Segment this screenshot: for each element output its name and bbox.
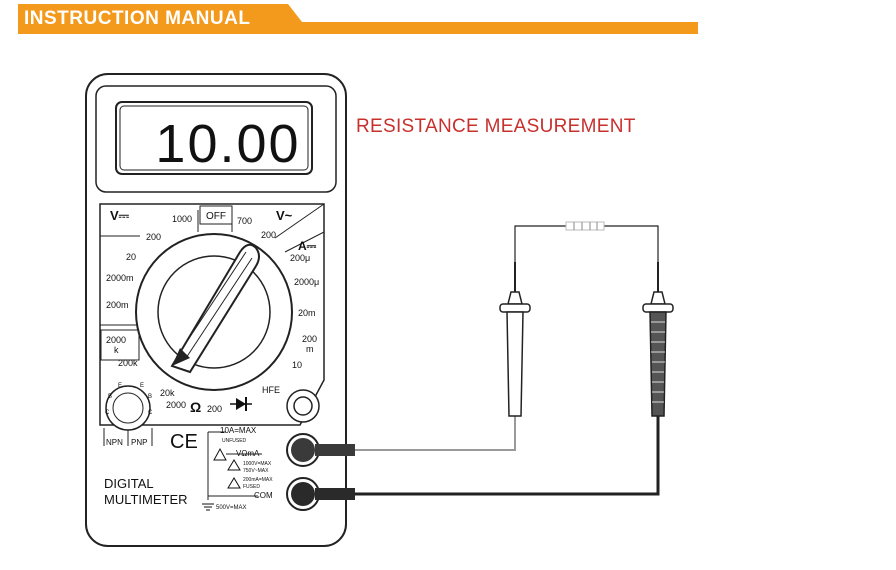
dca-range-10: 10 — [292, 360, 302, 370]
ohm-label: Ω — [190, 399, 201, 415]
brand-line2: MULTIMETER — [104, 492, 188, 507]
jack-vohm-note4: FUSED — [243, 484, 260, 490]
dca-range-200m-line2: m — [306, 344, 314, 354]
jack-com-note: 500V=MAX — [216, 505, 247, 511]
lcd-inner — [119, 105, 309, 171]
pnp-label: PNP — [131, 438, 147, 447]
ce-mark: CE — [170, 431, 198, 453]
ohm-range-200k: 200k — [118, 358, 138, 368]
pin-e-1: E — [118, 383, 122, 389]
pin-b-2: B — [148, 394, 152, 400]
jack-vohm-label: VΩmA — [236, 449, 260, 458]
dcv-label: V⎓ — [110, 208, 130, 223]
dcv-range-200: 200 — [146, 232, 161, 242]
pin-b-1: B — [108, 394, 112, 400]
display-bezel — [95, 85, 337, 193]
ground-icon — [202, 503, 214, 511]
jack-com-label: COM — [254, 491, 273, 500]
jack-com[interactable] — [286, 477, 355, 511]
ohm-range-20k: 20k — [160, 388, 175, 398]
dca-range-200m-line1: 200 — [302, 334, 317, 344]
dca-label: A⎓ — [298, 239, 317, 253]
diode-icon — [230, 397, 252, 411]
ohm-range-2000: 2000 — [166, 400, 186, 410]
ohm-range-2000k-line2: k — [114, 345, 119, 355]
black-lead-wire — [355, 416, 660, 496]
pin-e-2: E — [140, 383, 144, 389]
jack-vohm-note1: 1000V=MAX — [243, 461, 272, 467]
dca-range-2000u: 2000μ — [294, 277, 319, 287]
off-label: OFF — [206, 211, 226, 222]
header-banner — [18, 4, 698, 34]
diagram-title: RESISTANCE MEASUREMENT — [356, 116, 636, 137]
dca-range-200u: 200μ — [290, 253, 310, 263]
acv-label: V~ — [276, 208, 293, 223]
dcv-range-2000m: 2000m — [106, 273, 134, 283]
dial-pointer — [170, 243, 260, 374]
dcv-range-200m: 200m — [106, 300, 129, 310]
display-reading: 10.00 — [155, 114, 300, 174]
brand-line1: DIGITAL — [104, 476, 154, 491]
acv-range-200: 200 — [261, 230, 276, 240]
jack-vohm-note3: 200mA=MAX — [243, 477, 273, 483]
red-lead-wire — [355, 416, 516, 451]
rotary-selector-dial[interactable] — [135, 233, 293, 391]
pin-c-1: C — [105, 410, 110, 416]
probe-right — [642, 262, 674, 417]
resistor-icon — [514, 221, 659, 262]
hfe-label: HFE — [262, 385, 280, 395]
lcd-display — [115, 101, 313, 175]
acv-range-700: 700 — [237, 216, 252, 226]
jack-vohm-note2: 750V~MAX — [243, 468, 269, 474]
warning-icon-2 — [227, 459, 241, 471]
dcv-range-1000: 1000 — [172, 214, 192, 224]
warning-icon-1 — [213, 447, 227, 461]
hfe-socket[interactable]: E B C E B C — [105, 383, 153, 431]
npn-label: NPN — [106, 438, 123, 447]
ohm-range-200: 200 — [207, 404, 222, 414]
jack-vohma[interactable] — [286, 433, 355, 467]
probe-left — [499, 262, 531, 417]
jack-10a-note: UNFUSED — [222, 438, 247, 444]
jack-10a-label: 10A=MAX — [220, 426, 257, 435]
hfe-round-socket[interactable] — [286, 389, 320, 423]
dcv-range-20: 20 — [126, 252, 136, 262]
pin-c-2: C — [148, 410, 153, 416]
dca-range-20m: 20m — [298, 308, 316, 318]
ohm-range-2000k-line1: 2000 — [106, 335, 126, 345]
warning-icon-3 — [227, 477, 241, 489]
header-title: INSTRUCTION MANUAL — [24, 8, 251, 29]
